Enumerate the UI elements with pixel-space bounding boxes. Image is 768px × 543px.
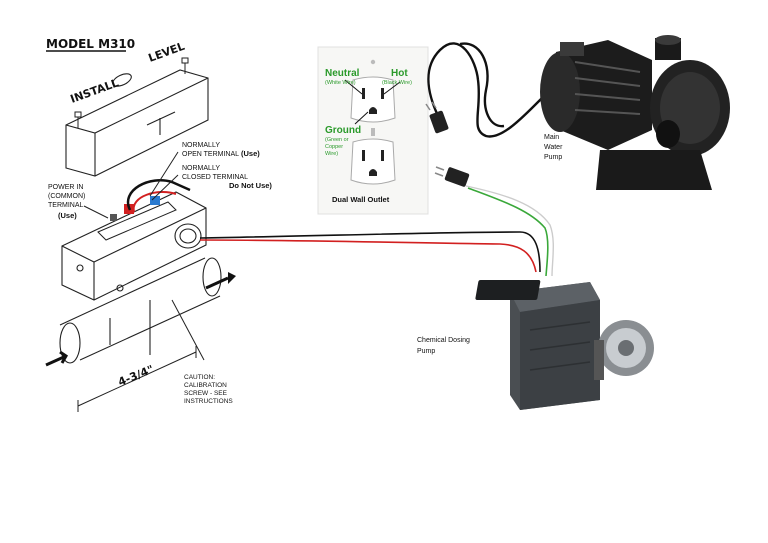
flow-out-arrowhead (228, 272, 236, 284)
flow-in-arrow (45, 350, 68, 367)
main-pump-cord-loop (459, 42, 505, 128)
ground-sub-3: Wire) (325, 151, 338, 157)
switch-body (61, 191, 207, 301)
install-label: INSTALL (69, 76, 121, 105)
main-pump-cord (427, 42, 561, 138)
main-pump-line3: Pump (544, 154, 562, 161)
ground-sub-2: Copper (325, 144, 343, 150)
diagram-title: MODEL M310 (46, 37, 135, 51)
pump-base (596, 150, 712, 190)
closed-terminal-line1: NORMALLY (182, 165, 220, 172)
dimension-line (77, 346, 197, 412)
plate-screw-top (370, 59, 376, 65)
control-panel (475, 280, 541, 300)
main-pump-line2: Water (544, 144, 563, 151)
red-wire (199, 239, 537, 273)
dosing-pump-line1: Chemical Dosing (417, 337, 470, 344)
open-terminal-line2: OPEN TERMINAL (182, 151, 239, 158)
switch-lid (65, 69, 209, 177)
caution-line3: SCREW - SEE (184, 390, 228, 397)
closed-terminal-annotation: NORMALLY CLOSED TERMINAL Do Not Use) (182, 165, 272, 190)
caution-annotation: CAUTION: CALIBRATION SCREW - SEE INSTRUC… (184, 374, 233, 405)
power-in-use: (Use) (58, 211, 77, 220)
power-in-line3: TERMINAL (48, 202, 84, 209)
open-terminal-annotation: NORMALLY OPEN TERMINAL (Use) (182, 142, 260, 158)
dosing-pump-plug (434, 166, 470, 187)
outlet-label: Dual Wall Outlet (332, 195, 390, 204)
outlet-top-receptacle (350, 76, 396, 123)
caution-line2: CALIBRATION (184, 382, 227, 389)
blue-terminal (150, 196, 160, 205)
pipe (59, 257, 222, 364)
main-water-pump (540, 35, 730, 190)
motor-fins (574, 61, 641, 115)
main-pump-plug (425, 101, 449, 134)
open-terminal-line1: NORMALLY (182, 142, 220, 149)
pump-head-mount (594, 340, 604, 380)
level-label: LEVEL (147, 40, 187, 65)
flow-out-arrow (205, 276, 229, 290)
outlet-bottom-receptacle (350, 138, 396, 185)
common-terminal (110, 214, 117, 221)
pump-inlet-port (656, 120, 680, 148)
neutral-sub: (White Wire) (325, 80, 356, 86)
chemical-dosing-pump (475, 280, 654, 410)
power-in-line2: (COMMON) (48, 193, 85, 200)
lid-screw-right (181, 57, 189, 74)
ground-sub-1: (Green or (325, 137, 349, 143)
black-wire-loop (126, 179, 191, 211)
pump-ribs (529, 321, 591, 371)
caution-line1: CAUTION: (184, 374, 215, 381)
ground-label: Ground (325, 125, 361, 136)
green-wire (467, 187, 549, 277)
float-switch-assembly: INSTALL LEVEL (45, 40, 272, 412)
junction-box (560, 42, 584, 56)
power-in-annotation: POWER IN (COMMON) TERMINAL (Use) (48, 184, 85, 220)
main-pump-line1: Main (544, 134, 559, 141)
red-wire-loop (132, 191, 177, 213)
lid-screw-left (74, 111, 82, 128)
outlet-leaders (344, 79, 401, 125)
hot-sub: (Black Wire) (382, 80, 412, 86)
hot-label: Hot (391, 68, 408, 79)
white-wire (465, 185, 554, 277)
dual-wall-outlet: Neutral (White Wire) Hot (Black Wire) Gr… (317, 46, 429, 215)
center-screw (371, 128, 375, 136)
caution-line4: INSTRUCTIONS (184, 398, 233, 405)
neutral-label: Neutral (325, 68, 360, 79)
power-in-line1: POWER IN (48, 184, 83, 191)
dimension-label: 4-3/4" (116, 363, 155, 389)
closed-terminal-do-not-use: Do Not Use) (229, 181, 272, 190)
dosing-pump-line2: Pump (417, 348, 435, 355)
closed-terminal-line2: CLOSED TERMINAL (182, 174, 248, 181)
open-terminal-use: (Use) (241, 149, 260, 158)
leader-lines (83, 151, 205, 361)
black-wire (199, 231, 541, 273)
